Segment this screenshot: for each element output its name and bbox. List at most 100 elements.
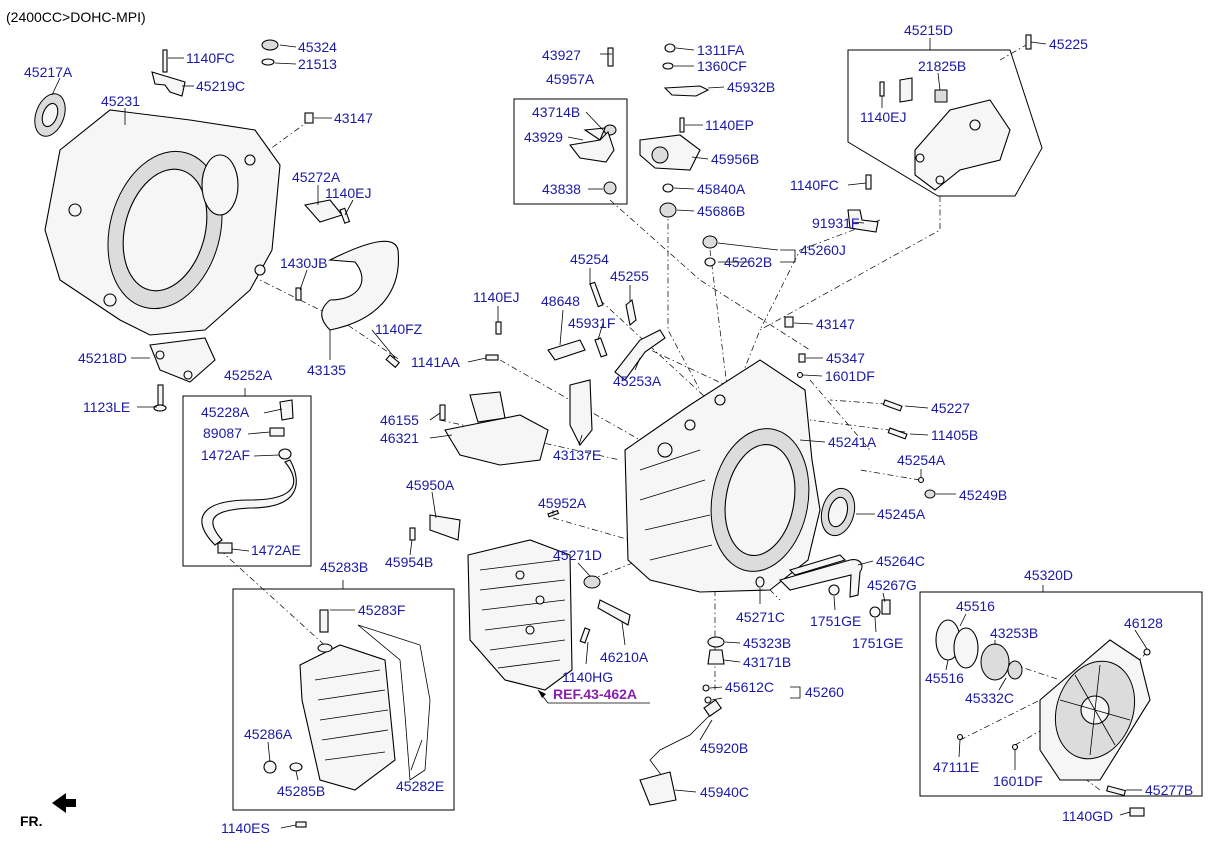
part-label-89087[interactable]: 89087 bbox=[203, 425, 242, 441]
part-label-1140HG[interactable]: 1140HG bbox=[562, 669, 613, 685]
part-label-43147[interactable]: 43147 bbox=[334, 110, 373, 126]
part-label-45271D[interactable]: 45271D bbox=[553, 547, 602, 563]
part-label-45217A[interactable]: 45217A bbox=[24, 64, 73, 80]
part-label-1140EJ[interactable]: 1140EJ bbox=[325, 185, 371, 201]
part-label-43838[interactable]: 43838 bbox=[542, 181, 581, 197]
part-label-48648[interactable]: 48648 bbox=[541, 293, 580, 309]
part-label-1140FC[interactable]: 1140FC bbox=[186, 50, 235, 66]
plug-45249B bbox=[924, 489, 936, 499]
part-label-1140ES[interactable]: 1140ES bbox=[221, 820, 270, 836]
part-label-45516[interactable]: 45516 bbox=[956, 598, 995, 614]
part-label-1140FZ[interactable]: 1140FZ bbox=[375, 321, 423, 337]
part-label-45931F[interactable]: 45931F bbox=[568, 315, 615, 331]
part-label-45262B[interactable]: 45262B bbox=[724, 254, 772, 270]
part-label-1140EP[interactable]: 1140EP bbox=[705, 117, 754, 133]
part-label-1141AA[interactable]: 1141AA bbox=[411, 354, 460, 370]
part-label-1601DF-b[interactable]: 1601DF bbox=[993, 773, 1043, 789]
part-label-43253B[interactable]: 43253B bbox=[990, 625, 1038, 641]
part-label-45253A[interactable]: 45253A bbox=[613, 373, 662, 389]
part-label-45264C[interactable]: 45264C bbox=[876, 553, 925, 569]
part-label-43927[interactable]: 43927 bbox=[542, 47, 581, 63]
part-label-47111E[interactable]: 47111E bbox=[933, 759, 979, 775]
part-label-45920B[interactable]: 45920B bbox=[700, 740, 748, 756]
part-label-46210A[interactable]: 46210A bbox=[600, 649, 649, 665]
part-label-45225[interactable]: 45225 bbox=[1049, 36, 1088, 52]
part-label-1140FC-b[interactable]: 1140FC bbox=[790, 177, 839, 193]
part-label-45231[interactable]: 45231 bbox=[101, 93, 140, 109]
part-label-45260[interactable]: 45260 bbox=[805, 684, 844, 700]
ref-link-43-462A[interactable]: REF.43-462A bbox=[553, 686, 637, 702]
part-label-1360CF[interactable]: 1360CF bbox=[697, 58, 747, 74]
part-label-45950A[interactable]: 45950A bbox=[406, 477, 455, 493]
part-label-45323B[interactable]: 45323B bbox=[743, 635, 791, 651]
part-label-45272A[interactable]: 45272A bbox=[292, 169, 341, 185]
part-label-45956B[interactable]: 45956B bbox=[711, 151, 759, 167]
part-label-45260J[interactable]: 45260J bbox=[800, 242, 846, 258]
part-label-45286A[interactable]: 45286A bbox=[244, 726, 293, 742]
pin-1430JB bbox=[295, 287, 302, 301]
part-label-21513[interactable]: 21513 bbox=[298, 56, 337, 72]
part-label-45228A[interactable]: 45228A bbox=[201, 404, 250, 420]
part-label-45332C[interactable]: 45332C bbox=[965, 690, 1014, 706]
part-label-45227[interactable]: 45227 bbox=[931, 400, 970, 416]
part-label-1601DF[interactable]: 1601DF bbox=[825, 368, 875, 384]
part-label-45252A[interactable]: 45252A bbox=[224, 367, 273, 383]
part-label-45254[interactable]: 45254 bbox=[570, 251, 609, 267]
bolt-1140FZ bbox=[385, 354, 400, 369]
part-label-43137E[interactable]: 43137E bbox=[553, 447, 601, 463]
part-label-45282E[interactable]: 45282E bbox=[396, 778, 444, 794]
bolt-1140GD bbox=[1129, 807, 1145, 817]
part-label-45516-b[interactable]: 45516 bbox=[925, 670, 964, 686]
part-label-1472AE[interactable]: 1472AE bbox=[251, 542, 301, 558]
part-label-46155[interactable]: 46155 bbox=[380, 412, 419, 428]
part-label-45324[interactable]: 45324 bbox=[298, 39, 337, 55]
plug-45271D bbox=[583, 575, 601, 589]
box-45215D bbox=[847, 49, 1043, 197]
part-label-45932B[interactable]: 45932B bbox=[727, 79, 775, 95]
bolt-45277B bbox=[1106, 785, 1127, 797]
part-label-45215D[interactable]: 45215D bbox=[904, 22, 953, 38]
part-label-45320D[interactable]: 45320D bbox=[1024, 567, 1073, 583]
part-label-45254A[interactable]: 45254A bbox=[897, 452, 946, 468]
part-label-45245A[interactable]: 45245A bbox=[877, 506, 926, 522]
part-label-46128[interactable]: 46128 bbox=[1124, 615, 1163, 631]
part-label-43171B[interactable]: 43171B bbox=[743, 654, 791, 670]
part-label-43135[interactable]: 43135 bbox=[307, 362, 346, 378]
part-label-45840A[interactable]: 45840A bbox=[697, 181, 746, 197]
bracket-45272A bbox=[303, 199, 351, 224]
part-label-1140EJ-c[interactable]: 1140EJ bbox=[473, 289, 519, 305]
part-label-45219C[interactable]: 45219C bbox=[196, 78, 245, 94]
part-label-45283F[interactable]: 45283F bbox=[358, 602, 405, 618]
part-label-45241A[interactable]: 45241A bbox=[828, 434, 877, 450]
part-label-46321[interactable]: 46321 bbox=[380, 430, 419, 446]
part-label-1140EJ-b[interactable]: 1140EJ bbox=[860, 109, 906, 125]
part-label-45249B[interactable]: 45249B bbox=[959, 487, 1007, 503]
part-label-45277B[interactable]: 45277B bbox=[1145, 782, 1193, 798]
part-label-45267G[interactable]: 45267G bbox=[867, 577, 917, 593]
part-label-21825B[interactable]: 21825B bbox=[918, 58, 966, 74]
part-label-45940C[interactable]: 45940C bbox=[700, 784, 749, 800]
part-label-45957A[interactable]: 45957A bbox=[546, 71, 595, 87]
part-label-45347[interactable]: 45347 bbox=[826, 350, 865, 366]
part-label-45952A[interactable]: 45952A bbox=[538, 495, 587, 511]
part-label-1123LE[interactable]: 1123LE bbox=[83, 399, 130, 415]
part-label-45612C[interactable]: 45612C bbox=[725, 679, 774, 695]
part-label-1311FA[interactable]: 1311FA bbox=[697, 42, 745, 58]
part-label-1140GD[interactable]: 1140GD bbox=[1062, 808, 1113, 824]
part-label-45255[interactable]: 45255 bbox=[610, 268, 649, 284]
part-label-45686B[interactable]: 45686B bbox=[697, 203, 745, 219]
part-label-45218D[interactable]: 45218D bbox=[78, 350, 127, 366]
part-label-43714B[interactable]: 43714B bbox=[532, 104, 580, 120]
part-label-11405B[interactable]: 11405B bbox=[931, 427, 978, 443]
part-label-43929[interactable]: 43929 bbox=[524, 129, 563, 145]
part-label-91931F[interactable]: 91931F bbox=[812, 215, 859, 231]
part-label-43147-b[interactable]: 43147 bbox=[816, 316, 855, 332]
part-label-45954B[interactable]: 45954B bbox=[385, 554, 433, 570]
part-label-1751GE-b[interactable]: 1751GE bbox=[852, 635, 903, 651]
part-label-45271C[interactable]: 45271C bbox=[736, 609, 785, 625]
part-label-1751GE[interactable]: 1751GE bbox=[810, 613, 861, 629]
part-label-45285B[interactable]: 45285B bbox=[277, 783, 325, 799]
part-label-1472AF[interactable]: 1472AF bbox=[201, 447, 250, 463]
part-label-45283B[interactable]: 45283B bbox=[320, 559, 368, 575]
part-label-1430JB[interactable]: 1430JB bbox=[280, 255, 327, 271]
